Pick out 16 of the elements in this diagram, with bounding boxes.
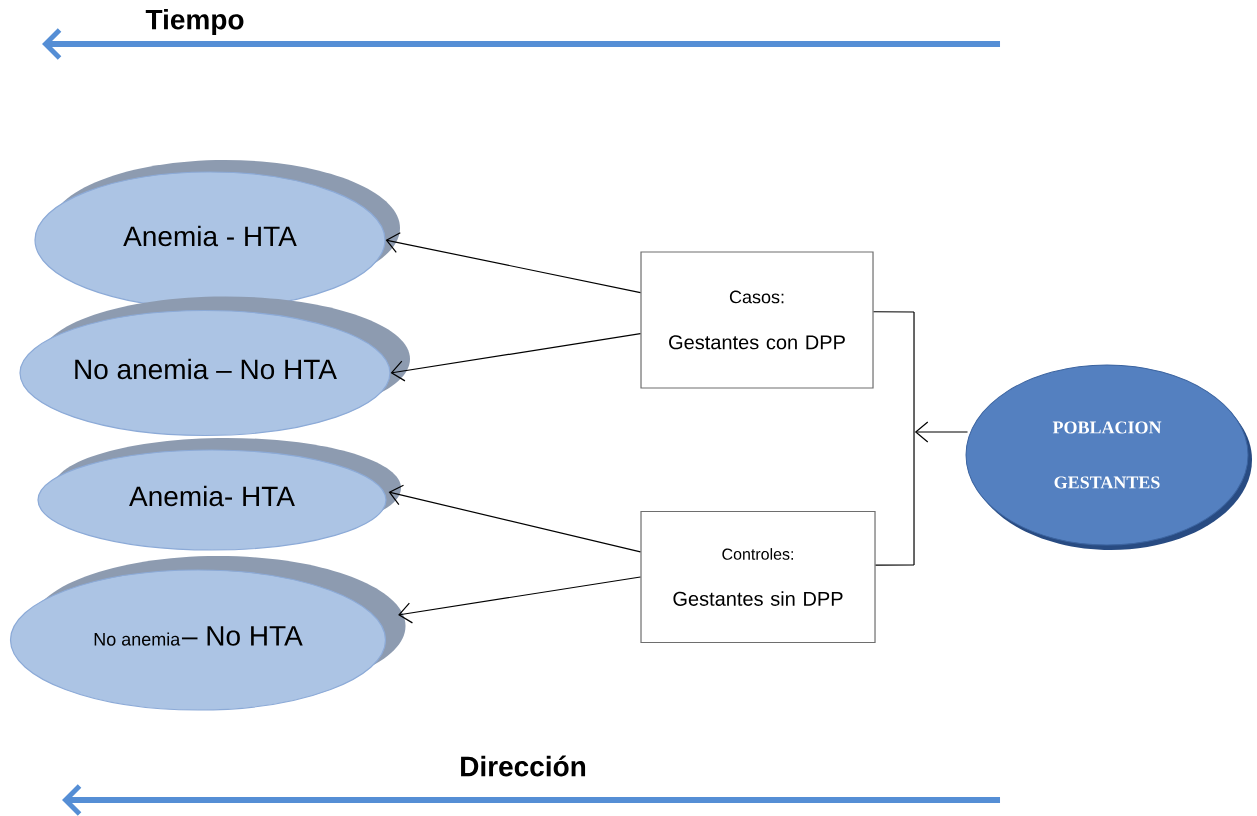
ellipse-node: No anemia – No HTA (19, 296, 410, 437)
connector-line (873, 311, 915, 313)
ellipse-node: Anemia - HTA (34, 160, 400, 309)
bracket-line (913, 312, 915, 565)
arrow (390, 333, 641, 382)
arrow (398, 576, 641, 624)
axis-label: Dirección (461, 755, 586, 777)
connector-line (875, 564, 915, 566)
group-box: Controles: Gestantes sin DPP (640, 510, 876, 644)
arrow (385, 232, 641, 294)
arrow (388, 484, 641, 553)
ellipse-node: No anemia– No HTA (9, 556, 406, 711)
axis-label: Tiempo (145, 8, 244, 36)
ellipse-node: Anemia- HTA (37, 438, 401, 551)
group-box: Casos: Gestantes con DPP (640, 251, 874, 389)
arrow (914, 421, 969, 443)
